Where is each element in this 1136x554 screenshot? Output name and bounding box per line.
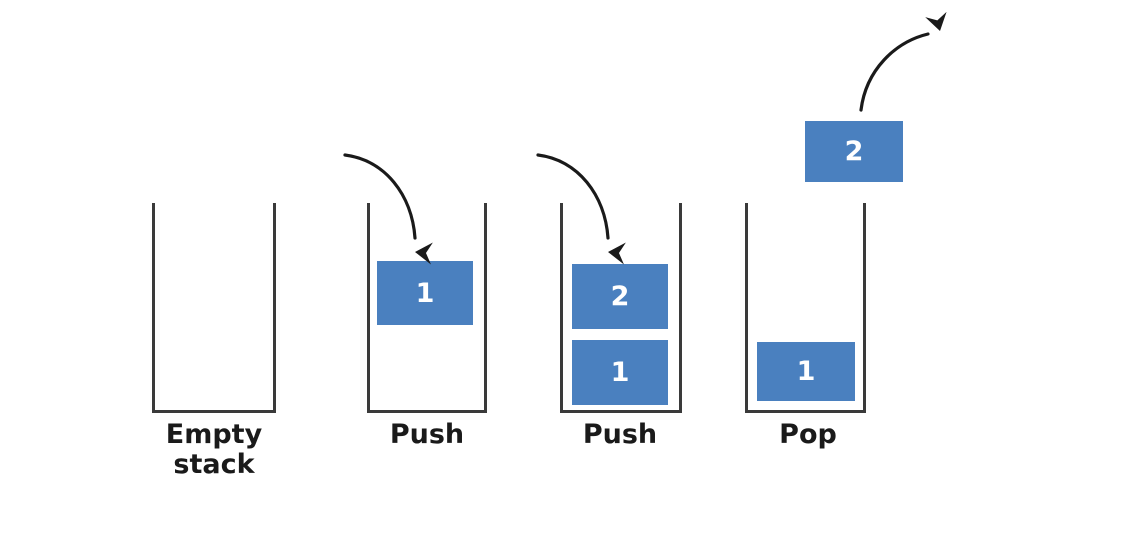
stack-cell-push-two-2: 2: [572, 264, 668, 329]
stack-container-push-two: [560, 203, 682, 413]
stack-container-empty-stack: [152, 203, 276, 413]
stack-caption-push-one: Push: [389, 419, 465, 450]
stack-cell-pop-1: 1: [757, 342, 855, 401]
stack-cell-pop-2: 2: [805, 121, 903, 182]
stack-caption-empty-stack: Empty stack: [165, 419, 263, 481]
stack-container-pop: [745, 203, 866, 413]
stack-caption-pop: Pop: [779, 419, 837, 450]
stack-cell-push-one-1: 1: [377, 261, 473, 325]
stack-container-push-one: [367, 203, 487, 413]
stack-cell-push-two-1: 1: [572, 340, 668, 405]
stack-caption-push-two: Push: [582, 419, 658, 450]
